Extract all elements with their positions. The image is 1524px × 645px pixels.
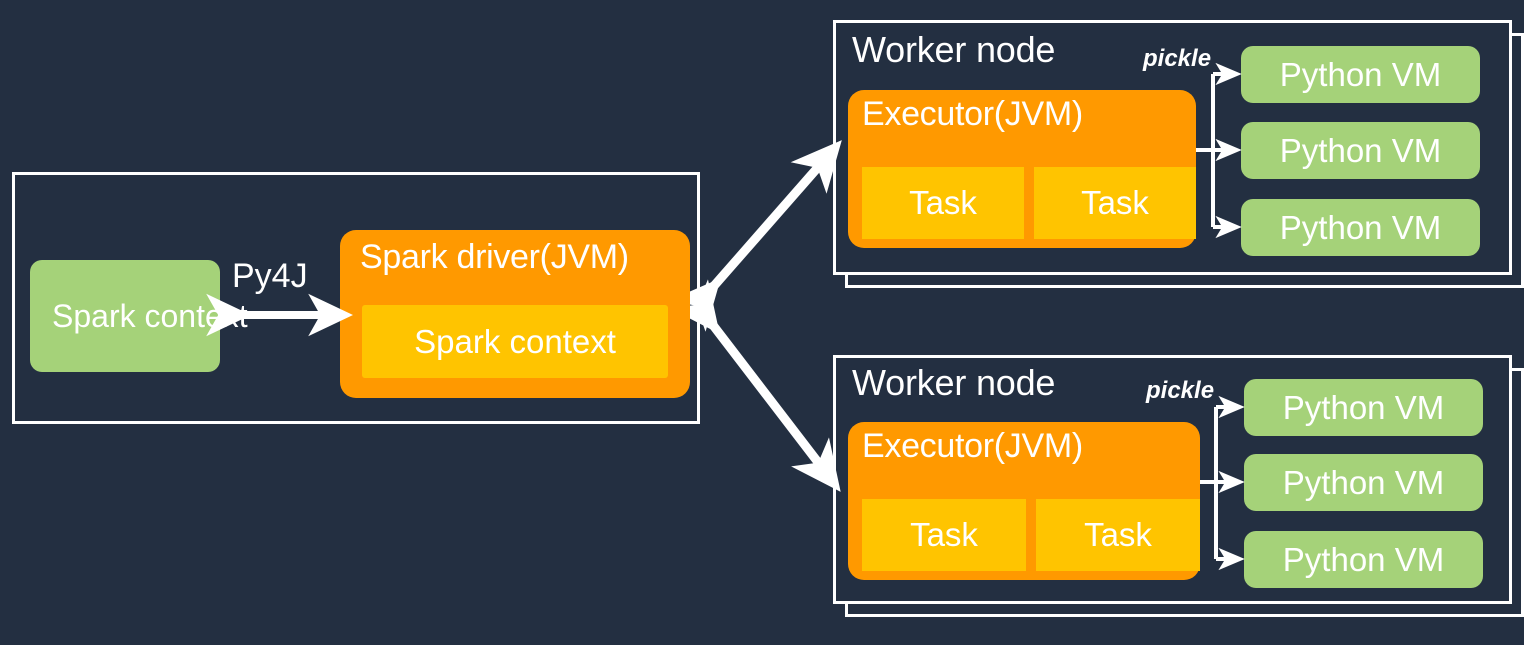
worker-node-2-python-vm-3-label: Python VM	[1282, 541, 1445, 578]
worker-node-2-task-1: Task	[862, 499, 1026, 571]
worker-node-2-task-2-label: Task	[1084, 516, 1152, 553]
worker-node-1-executor: Executor(JVM) Task Task	[848, 90, 1196, 248]
worker-node-2-executor-title: Executor(JVM)	[862, 427, 1083, 465]
spark-driver-jvm: Spark driver(JVM) Spark context	[340, 230, 690, 398]
worker-node-2-python-vm-1-label: Python VM	[1282, 389, 1445, 426]
worker-node-1-task-1: Task	[862, 167, 1024, 239]
worker-node-1-task-2: Task	[1034, 167, 1196, 239]
spark-driver-jvm-title: Spark driver(JVM)	[360, 238, 629, 276]
worker-node-2-executor: Executor(JVM) Task Task	[848, 422, 1200, 580]
worker-node-2-python-vm-2-label: Python VM	[1282, 464, 1445, 501]
arrow-driver-to-worker-2	[670, 279, 841, 492]
worker-node-1-title: Worker node	[852, 29, 1056, 70]
worker-node-2-title: Worker node	[852, 362, 1056, 403]
worker-node-2-python-vm-3: Python VM	[1244, 531, 1483, 588]
worker-node-2-pickle-label: pickle	[1146, 377, 1215, 404]
worker-node-1-python-vm-3-label: Python VM	[1279, 209, 1442, 246]
worker-node-2-python-vm-2: Python VM	[1244, 454, 1483, 511]
worker-node-1-python-vm-1-label: Python VM	[1279, 56, 1442, 93]
worker-node-1-python-vm-3: Python VM	[1241, 199, 1480, 256]
worker-node-1-python-vm-1: Python VM	[1241, 46, 1480, 103]
worker-node-2-task-1-label: Task	[910, 516, 978, 553]
worker-node-1-task-1-label: Task	[909, 184, 977, 221]
driver-spark-context-inner-label: Spark context	[414, 322, 616, 360]
worker-node-1-python-vm-2-label: Python VM	[1279, 132, 1442, 169]
worker-node-1-python-vm-2: Python VM	[1241, 122, 1480, 179]
driver-python-spark-context-label: Spark context	[52, 298, 248, 334]
worker-node-2-task-2: Task	[1036, 499, 1200, 571]
py4j-label: Py4J	[232, 257, 308, 295]
driver-spark-context-inner: Spark context	[362, 305, 668, 378]
driver-python-spark-context: Spark context	[30, 260, 248, 372]
arrow-driver-to-worker-1	[669, 140, 842, 332]
worker-node-1-executor-title: Executor(JVM)	[862, 95, 1083, 133]
worker-node-1-pickle-label: pickle	[1143, 45, 1212, 72]
worker-node-2-python-vm-1: Python VM	[1244, 379, 1483, 436]
worker-node-1-task-2-label: Task	[1081, 184, 1149, 221]
